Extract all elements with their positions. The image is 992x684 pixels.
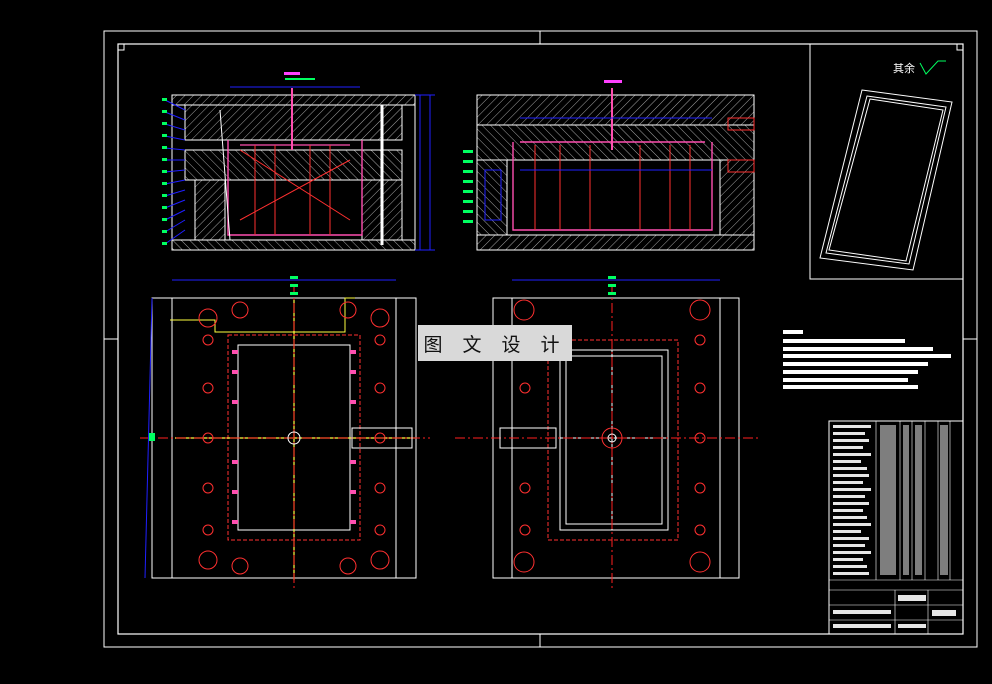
- watermark-label: 图 文 设 计: [418, 325, 572, 361]
- roughness-symbol: [919, 60, 946, 75]
- technical-notes: [783, 330, 951, 389]
- product-view-box: [809, 43, 964, 280]
- plan-view-left: [140, 276, 430, 590]
- section-view-a: [162, 72, 435, 251]
- sheet-frame: [103, 30, 978, 648]
- roughness-note: 其余: [893, 62, 915, 75]
- product-outline: [819, 89, 953, 271]
- parts-list-table: [828, 420, 964, 635]
- section-view-b: [463, 80, 755, 251]
- plan-view-right: [455, 276, 760, 590]
